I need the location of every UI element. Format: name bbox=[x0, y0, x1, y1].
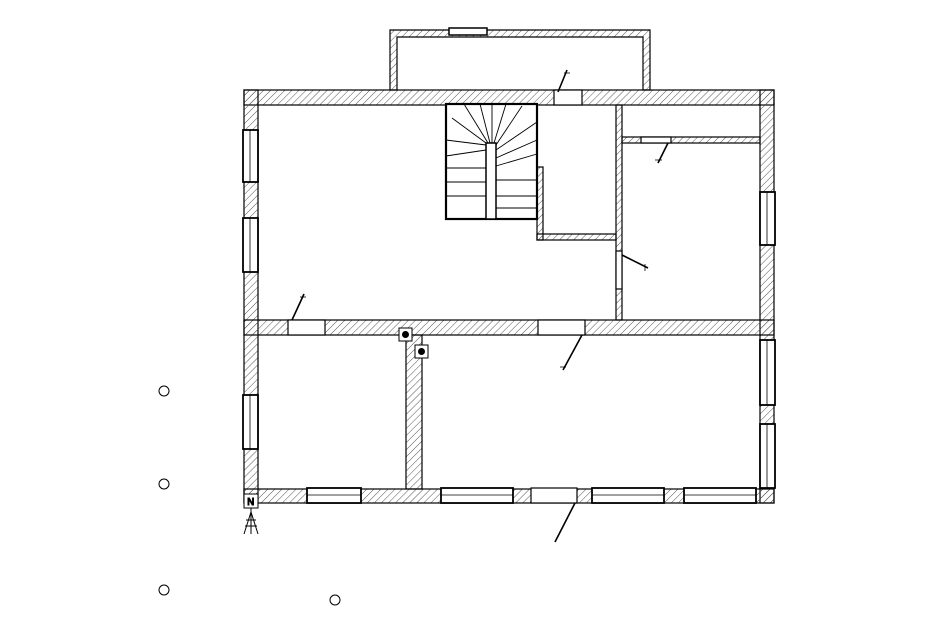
wall-closet-top bbox=[621, 136, 761, 144]
wall-stair-niche-bottom bbox=[536, 233, 617, 241]
north-label: N bbox=[247, 497, 254, 508]
marker-circle-3 bbox=[158, 584, 170, 596]
wall-top-bump bbox=[389, 29, 651, 91]
windows bbox=[242, 27, 776, 504]
marker-circle-4 bbox=[329, 594, 341, 606]
marker-circle-1 bbox=[158, 385, 170, 397]
staircase bbox=[444, 102, 539, 221]
window-right-1 bbox=[759, 191, 776, 246]
wall-right-interior bbox=[615, 104, 623, 321]
window-left-2 bbox=[242, 217, 259, 273]
fixtures bbox=[398, 327, 429, 359]
walls bbox=[243, 29, 775, 504]
north-arrow: N bbox=[243, 493, 259, 535]
door-right-interior bbox=[615, 250, 623, 290]
door-entrance bbox=[530, 487, 578, 504]
doors bbox=[287, 69, 672, 543]
window-bottom-1 bbox=[306, 487, 362, 504]
window-right-3 bbox=[759, 423, 776, 489]
window-left-3 bbox=[242, 394, 259, 450]
window-top-bump bbox=[448, 27, 488, 36]
reference-markers bbox=[158, 385, 341, 606]
wall-outer-top bbox=[243, 89, 775, 106]
window-bottom-4 bbox=[683, 487, 757, 504]
door-top bbox=[553, 89, 583, 106]
window-bottom-2 bbox=[440, 487, 514, 504]
wall-middle-horizontal bbox=[243, 319, 775, 336]
window-right-2 bbox=[759, 339, 776, 406]
wall-lower-partition bbox=[405, 334, 423, 490]
window-left-1 bbox=[242, 129, 259, 183]
marker-circle-2 bbox=[158, 478, 170, 490]
door-closet bbox=[640, 136, 672, 144]
door-middle-left bbox=[287, 319, 326, 336]
door-middle-right bbox=[537, 319, 586, 336]
window-bottom-3 bbox=[591, 487, 665, 504]
